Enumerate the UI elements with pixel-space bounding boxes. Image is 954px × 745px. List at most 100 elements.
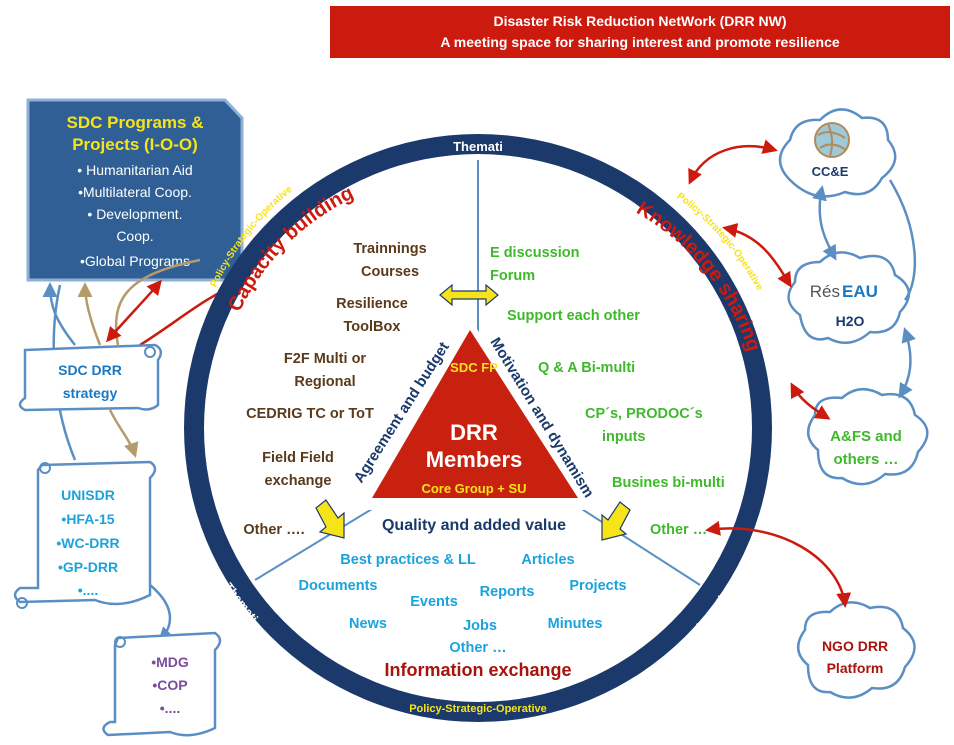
unisdr-item-5: •.... — [78, 582, 98, 598]
scroll-mdg-shape — [102, 631, 222, 737]
know-item-1: E discussion — [490, 245, 579, 261]
unisdr-item-4: •GP-DRR — [58, 559, 118, 575]
triangle-members: Members — [426, 447, 523, 472]
sector-information-exchange: Information exchange — [384, 660, 571, 680]
sdc-item-1: • Humanitarian Aid — [77, 162, 192, 178]
info-item-5: Projects — [569, 578, 626, 594]
cap-item-4: ToolBox — [344, 319, 401, 335]
arrow-red-sdc-strategy — [106, 279, 162, 343]
cap-item-7: CEDRIG TC or ToT — [246, 406, 374, 422]
scroll-strategy-shape — [18, 343, 163, 412]
info-item-1: Best practices & LL — [340, 552, 476, 568]
cap-item-6: Regional — [294, 374, 355, 390]
cloud-ngo-line-1: NGO DRR — [822, 638, 888, 654]
scroll-curl — [114, 636, 126, 648]
scroll-strategy: SDC DRR strategy — [18, 343, 163, 412]
sdc-item-2: •Multilateral Coop. — [78, 184, 192, 200]
cloud-globe-icon — [814, 122, 850, 158]
ring-policy-bottom: Policy-Strategic-Operative — [409, 703, 547, 715]
know-item-6: inputs — [602, 429, 646, 445]
cloud-ngo-line-2: Platform — [827, 660, 884, 676]
unisdr-item-3: •WC-DRR — [56, 535, 119, 551]
scroll-mdg: •MDG •COP •.... — [102, 631, 222, 737]
sdc-item-3: • Development. — [87, 206, 182, 222]
cap-item-3: Resilience — [336, 296, 408, 312]
sdc-item-4: Coop. — [116, 228, 153, 244]
info-item-7: News — [349, 616, 387, 632]
arrow-strategy-to-sdc — [77, 282, 102, 346]
cloud-ngo — [797, 601, 916, 699]
cap-item-5: F2F Multi or — [284, 351, 367, 367]
info-item-6: Events — [410, 594, 458, 610]
sdc-box-title-1: SDC Programs & — [67, 113, 204, 132]
knowledge-items: E discussion Forum Support each other Q … — [490, 245, 725, 538]
arrow-down-right-icon — [315, 499, 345, 539]
scroll-curl — [39, 462, 51, 474]
cap-item-8: Field Field — [262, 450, 334, 466]
arrow-cce-reseau — [812, 185, 837, 261]
triangle-core-group: Core Group + SU — [421, 481, 526, 496]
triangle-side-bottom: Quality and added value — [382, 517, 566, 534]
right-connectors — [688, 139, 917, 608]
cloud-reseau-eau: EAU — [842, 282, 878, 301]
sdc-item-5: •Global Programs — [80, 253, 190, 269]
clouds — [778, 108, 929, 699]
mdg-item-1: •MDG — [151, 654, 189, 670]
info-item-3: Documents — [299, 578, 378, 594]
capacity-items: Trainnings Courses Resilience ToolBox F2… — [243, 241, 426, 538]
arrow-circle-reseau — [722, 223, 792, 288]
info-item-8: Jobs — [463, 618, 497, 634]
yellow-arrows — [315, 283, 631, 541]
info-item-10: Other … — [449, 640, 506, 656]
triangle-fill — [372, 330, 578, 498]
header-background — [330, 6, 950, 58]
ring-label-top: Themati — [453, 139, 503, 154]
header-title: Disaster Risk Reduction NetWork (DRR NW) — [493, 13, 786, 29]
scroll-curl — [144, 346, 156, 358]
header-banner: Disaster Risk Reduction NetWork (DRR NW)… — [330, 6, 950, 58]
info-item-2: Articles — [521, 552, 574, 568]
info-item-4: Reports — [480, 584, 535, 600]
know-item-5: CP´s, PRODOC´s — [585, 406, 703, 422]
header-subtitle: A meeting space for sharing interest and… — [440, 34, 840, 50]
arrow-reseau-afs — [898, 327, 916, 399]
double-arrow-icon — [439, 283, 499, 307]
arrow-circle-ngo — [705, 520, 852, 608]
cloud-h2o-label: H2O — [836, 313, 865, 329]
cloud-afs-line-2: others … — [833, 451, 898, 468]
scroll-unisdr: UNISDR •HFA-15 •WC-DRR •GP-DRR •.... — [13, 460, 157, 609]
sdc-box-shape — [26, 98, 244, 282]
info-item-9: Minutes — [548, 616, 603, 632]
scroll-unisdr-shape — [13, 460, 157, 606]
know-item-8: Other … — [650, 522, 707, 538]
know-item-3: Support each other — [507, 308, 640, 324]
cloud-cce-label: CC&E — [812, 164, 849, 179]
scroll-curl — [16, 597, 28, 609]
unisdr-item-1: UNISDR — [61, 487, 115, 503]
arrow-cce-side — [888, 179, 917, 301]
sdc-programs-box: SDC Programs & Projects (I-O-O) • Humani… — [26, 98, 244, 282]
cap-item-10: Other …. — [243, 522, 304, 538]
mdg-item-3: •.... — [160, 700, 180, 716]
arrow-down-left-icon — [601, 501, 631, 541]
strategy-line-2: strategy — [63, 385, 118, 401]
arrow-circle-cce — [688, 139, 778, 185]
cloud-reseau — [787, 251, 910, 345]
triangle-drr: DRR — [450, 420, 498, 445]
info-items: Best practices & LL Articles Documents R… — [299, 552, 627, 656]
unisdr-item-2: •HFA-15 — [61, 511, 114, 527]
strategy-line-1: SDC DRR — [58, 362, 122, 378]
arrow-unisdr-to-mdg — [149, 584, 174, 643]
triangle-sdc-fp: SDC FP — [450, 360, 498, 375]
know-item-4: Q & A Bi-multi — [538, 360, 635, 376]
arrow-strategy-to-unisdr — [108, 409, 139, 458]
know-item-2: Forum — [490, 268, 535, 284]
cap-item-2: Courses — [361, 264, 419, 280]
mdg-item-2: •COP — [152, 677, 187, 693]
know-item-7: Busines bi-multi — [612, 475, 725, 491]
cloud-reseau-res: Rés — [810, 282, 840, 301]
cap-item-1: Trainnings — [353, 241, 426, 257]
sdc-box-title-2: Projects (I-O-O) — [72, 135, 198, 154]
cloud-afs-line-1: A&FS and — [830, 428, 902, 445]
